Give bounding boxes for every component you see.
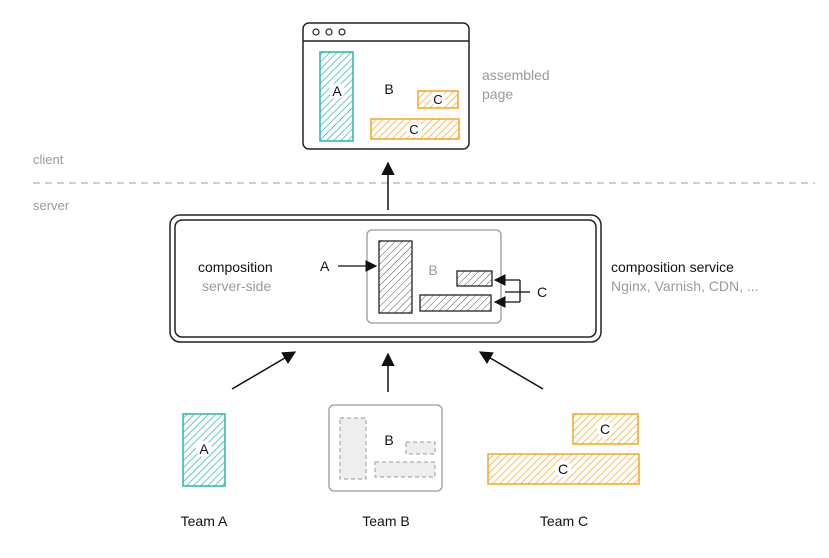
page-fragment-c-small-label: C [433, 92, 442, 107]
arrow-team-c [478, 351, 544, 390]
team-c-fragment-large: C [487, 453, 640, 485]
team-b-label: Team B [362, 513, 409, 529]
inner-a-pointer-label: A [320, 258, 330, 274]
inner-fragment-c-large [419, 294, 492, 312]
service-examples: Nginx, Varnish, CDN, ... [611, 278, 759, 294]
team-c-fragment-large-label: C [558, 461, 568, 477]
inner-c-pointer-label: C [537, 284, 547, 300]
team-b-slot-a [339, 417, 367, 480]
c-include-bracket [493, 274, 530, 308]
inner-fragment-a [378, 240, 413, 314]
server-zone-label: server [33, 198, 70, 213]
composition-title: composition [198, 259, 273, 275]
assembled-page-caption-line1: assembled [482, 67, 550, 83]
page-fragment-b-label: B [384, 81, 393, 97]
assembled-page-caption-line2: page [482, 86, 513, 102]
team-b-slot-c-small [405, 441, 436, 455]
browser-window: A B C C [302, 22, 470, 150]
window-dot-icon [312, 28, 320, 36]
page-fragment-c-small: C [417, 90, 459, 109]
client-zone-label: client [33, 152, 64, 167]
composition-subtitle: server-side [202, 278, 271, 294]
team-c-fragment-small: C [572, 413, 639, 445]
service-title: composition service [611, 259, 734, 275]
team-b-slot-c-large [374, 461, 436, 478]
team-a-fragment-label: A [199, 441, 209, 457]
composition-inner-page: B [366, 229, 502, 324]
window-dot-icon [325, 28, 333, 36]
team-a-label: Team A [181, 513, 228, 529]
window-dot-icon [338, 28, 346, 36]
inner-fragment-b-label: B [428, 262, 437, 278]
team-a-fragment: A [182, 413, 226, 487]
team-c-fragment-small-label: C [600, 421, 610, 437]
page-fragment-c-large: C [370, 118, 460, 140]
page-fragment-a: A [319, 51, 354, 142]
team-b-fragment-label: B [384, 432, 393, 448]
page-fragment-a-label: A [332, 83, 342, 99]
team-b-fragment: B [328, 404, 443, 492]
team-c-label: Team C [540, 513, 588, 529]
page-fragment-c-large-label: C [409, 122, 418, 137]
inner-fragment-c-small [456, 270, 493, 287]
arrow-team-a [231, 351, 297, 390]
